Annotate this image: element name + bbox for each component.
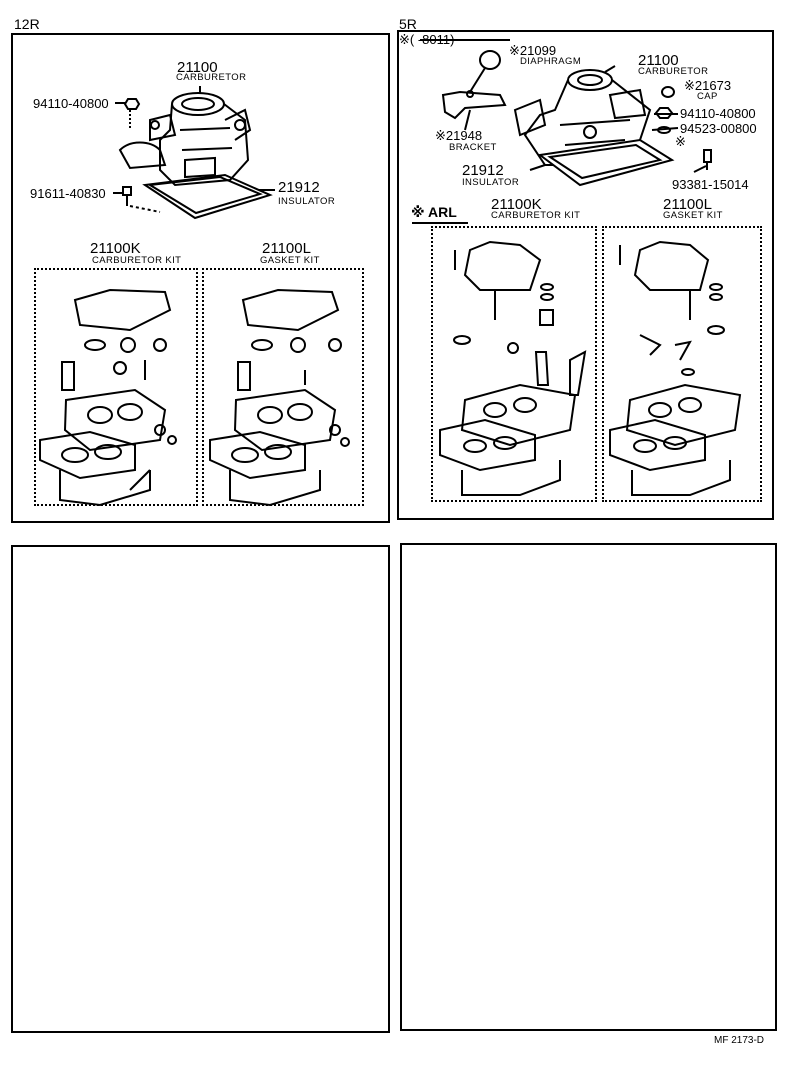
- diaphragm-part-name: DIAPHRAGM: [520, 56, 582, 67]
- carburetor-12r-illustration: [113, 86, 275, 220]
- diaphragm-part-number: ※21099: [509, 43, 557, 58]
- carb-5r-part-name: CARBURETOR: [638, 66, 709, 77]
- nut-part-number: 94110-40800: [33, 96, 109, 111]
- arl-underline: [412, 222, 468, 224]
- carb-part-number: 21100: [177, 59, 218, 76]
- stud-part-number: 93381-15014: [672, 177, 749, 192]
- carb-kit-5r-name: CARBURETOR KIT: [491, 210, 581, 221]
- screw-part-number: 91611-40830: [30, 186, 106, 201]
- gasket-kit-part-number: 21100L: [262, 240, 311, 257]
- gasket-kit-5r-part-number: 21100L: [663, 196, 712, 213]
- bracket-part-number: ※21948: [435, 128, 483, 143]
- engine-label-5r: 5R: [399, 16, 417, 32]
- cap-part-number: ※21673: [684, 78, 732, 93]
- panel-bottom-right-empty: [400, 543, 777, 1031]
- gasket-kit-name: GASKET KIT: [260, 255, 320, 266]
- insulator-part-number: 21912: [278, 179, 320, 196]
- carb-kit-name: CARBURETOR KIT: [92, 255, 182, 266]
- panel-12r-carburetor: [11, 33, 390, 523]
- kit-5r-illustration: [439, 240, 742, 496]
- gasket-kit-group-box: [202, 268, 364, 506]
- gasket-kit-5r-group-box: [602, 226, 762, 502]
- cap-part-name: CAP: [697, 91, 718, 102]
- reference-mark: ※: [675, 134, 686, 149]
- engine-label-12r: 12R: [14, 16, 40, 32]
- carb-kit-part-number: 21100K: [90, 240, 141, 257]
- carburetor-5r-illustration: [420, 39, 712, 187]
- carb-kit-group-box: [34, 268, 198, 506]
- carb-kit-5r-group-box: [431, 226, 597, 502]
- insulator-5r-part-number: 21912: [462, 162, 504, 179]
- carb-kit-5r-part-number: 21100K: [491, 196, 542, 213]
- insulator-5r-part-name: INSULATOR: [462, 177, 520, 188]
- gasket-kit-5r-name: GASKET KIT: [663, 210, 723, 221]
- carb-part-name: CARBURETOR: [176, 72, 247, 83]
- arl-label: ※ ARL: [411, 204, 457, 220]
- carb-5r-part-number: 21100: [638, 52, 679, 69]
- nut-5r-part-number: 94110-40800: [680, 106, 756, 121]
- washer-part-number: 94523-00800: [680, 121, 757, 136]
- panel-5r-carburetor: [397, 30, 774, 520]
- kit-12r-illustration: [39, 288, 350, 507]
- panel-bottom-left-empty: [11, 545, 390, 1033]
- bracket-part-name: BRACKET: [449, 142, 497, 153]
- insulator-part-name: INSULATOR: [278, 196, 336, 207]
- footer-code: MF 2173-D: [714, 1035, 765, 1046]
